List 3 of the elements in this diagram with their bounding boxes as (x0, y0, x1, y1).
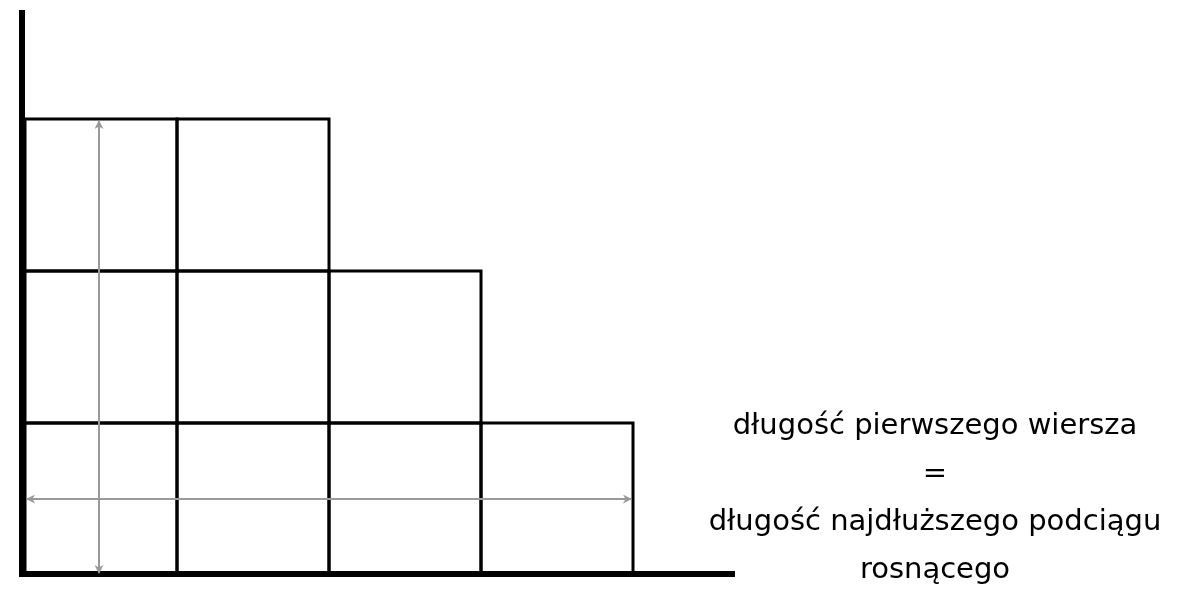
annotation-text: długość pierwszego wiersza (732, 406, 1138, 443)
annotation-text: = (922, 454, 948, 491)
annotation-text: długość najdłuższego podciągu rosnącego (707, 502, 1163, 587)
